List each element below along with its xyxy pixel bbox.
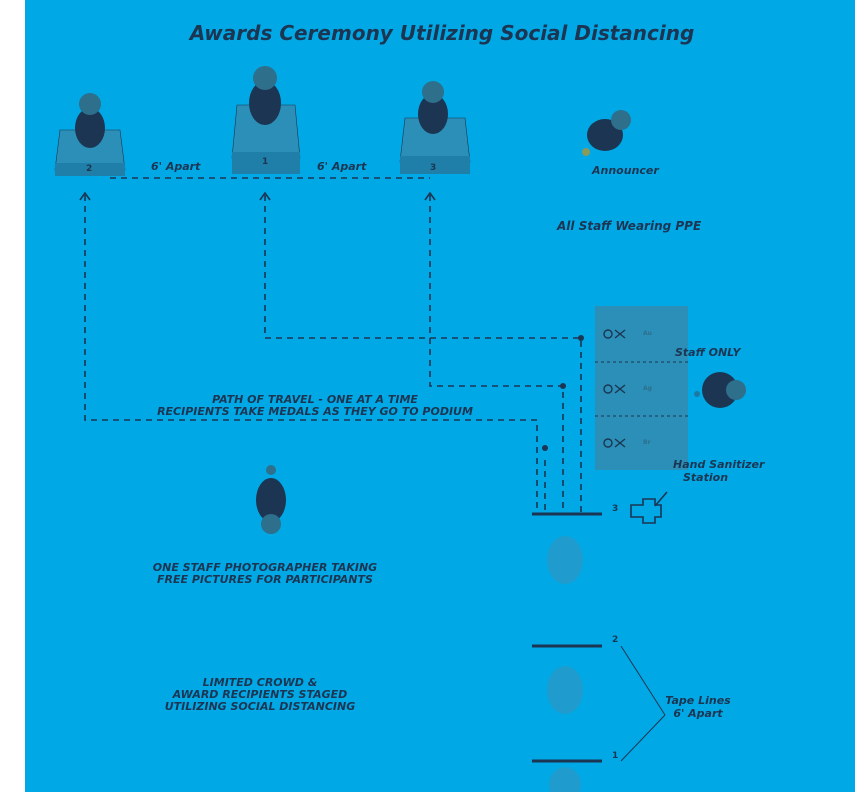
path-label-line-1: PATH OF TRAVEL - ONE AT A TIME (212, 393, 418, 406)
queued-person (547, 536, 583, 584)
tape-number-1: 1 (612, 751, 619, 761)
path-label-line-2: RECIPIENTS TAKE MEDALS AS THEY GO TO POD… (157, 405, 473, 418)
bottom-border (0, 792, 855, 795)
person-on-podium-3 (418, 81, 448, 134)
podium-number-3: 3 (430, 163, 437, 173)
medal-icon (603, 384, 626, 394)
tape-label-line-2: 6' Apart (673, 707, 723, 720)
queued-person (549, 767, 581, 795)
queued-person (547, 666, 583, 714)
announcer-label: Announcer (592, 164, 659, 177)
arrow-up-icon (259, 191, 271, 201)
podium-2 (54, 129, 126, 176)
arrow-up-icon (79, 191, 91, 201)
crowd-label-line-2: AWARD RECIPIENTS STAGED (172, 688, 348, 701)
path-of-travel-label: PATH OF TRAVEL - ONE AT A TIME RECIPIENT… (85, 394, 545, 418)
crowd-label: LIMITED CROWD & AWARD RECIPIENTS STAGED … (135, 677, 385, 713)
path-of-travel-lines (84, 177, 582, 512)
podium-number-1: 1 (262, 157, 269, 167)
sanitizer-label: Hand Sanitizer Station (673, 458, 764, 484)
ppe-note: All Staff Wearing PPE (557, 219, 702, 233)
medal-label-gold: Au (643, 330, 652, 337)
medal-icon (603, 438, 626, 448)
crowd-label-line-1: LIMITED CROWD & (202, 676, 318, 689)
page-title: Awards Ceremony Utilizing Social Distanc… (189, 21, 695, 45)
path-node (542, 445, 548, 451)
diagram-graphics (54, 66, 746, 795)
hand-sanitizer-icon (630, 491, 668, 524)
tape-lines (532, 512, 602, 763)
medal-icon (603, 329, 626, 339)
photographer-figure (256, 465, 286, 534)
staff-only-label: Staff ONLY (675, 346, 741, 359)
path-node (560, 383, 566, 389)
tape-lines-label: Tape Lines 6' Apart (653, 694, 743, 720)
podium-number-2: 2 (86, 164, 93, 174)
path-node (578, 335, 584, 341)
tape-number-2: 2 (612, 635, 619, 645)
photographer-label-line-1: ONE STAFF PHOTOGRAPHER TAKING (152, 561, 378, 574)
crowd-label-line-3: UTILIZING SOCIAL DISTANCING (164, 700, 356, 713)
tape-number-3: 3 (612, 504, 619, 514)
medal-label-silver: Ag (643, 385, 652, 392)
path-to-podium-1 (264, 195, 582, 512)
tape-label-line-1: Tape Lines (665, 694, 731, 707)
person-on-podium-1 (249, 66, 281, 125)
arrow-up-icon (424, 191, 436, 201)
photographer-label-line-2: FREE PICTURES FOR PARTICIPANTS (157, 573, 373, 586)
podium-3 (399, 117, 471, 174)
person-on-podium-2 (75, 93, 105, 148)
announcer-figure (582, 110, 631, 156)
sanitizer-label-line-1: Hand Sanitizer (673, 458, 765, 471)
path-to-podium-3 (429, 195, 564, 512)
queued-recipients (547, 536, 583, 795)
staff-person-figure (694, 372, 746, 408)
podium-spacing-left: 6' Apart (151, 160, 201, 173)
path-to-podium-2 (84, 195, 538, 512)
podium-1 (231, 104, 301, 174)
tape-leader-lines (620, 645, 666, 762)
medal-label-bronze: Br (643, 439, 651, 446)
photographer-label: ONE STAFF PHOTOGRAPHER TAKING FREE PICTU… (115, 562, 415, 586)
diagram-canvas: Awards Ceremony Utilizing Social Distanc… (25, 0, 855, 795)
sanitizer-label-line-2: Station (683, 471, 729, 484)
medal-table-panel (595, 306, 688, 470)
podium-spacing-right: 6' Apart (317, 160, 367, 173)
